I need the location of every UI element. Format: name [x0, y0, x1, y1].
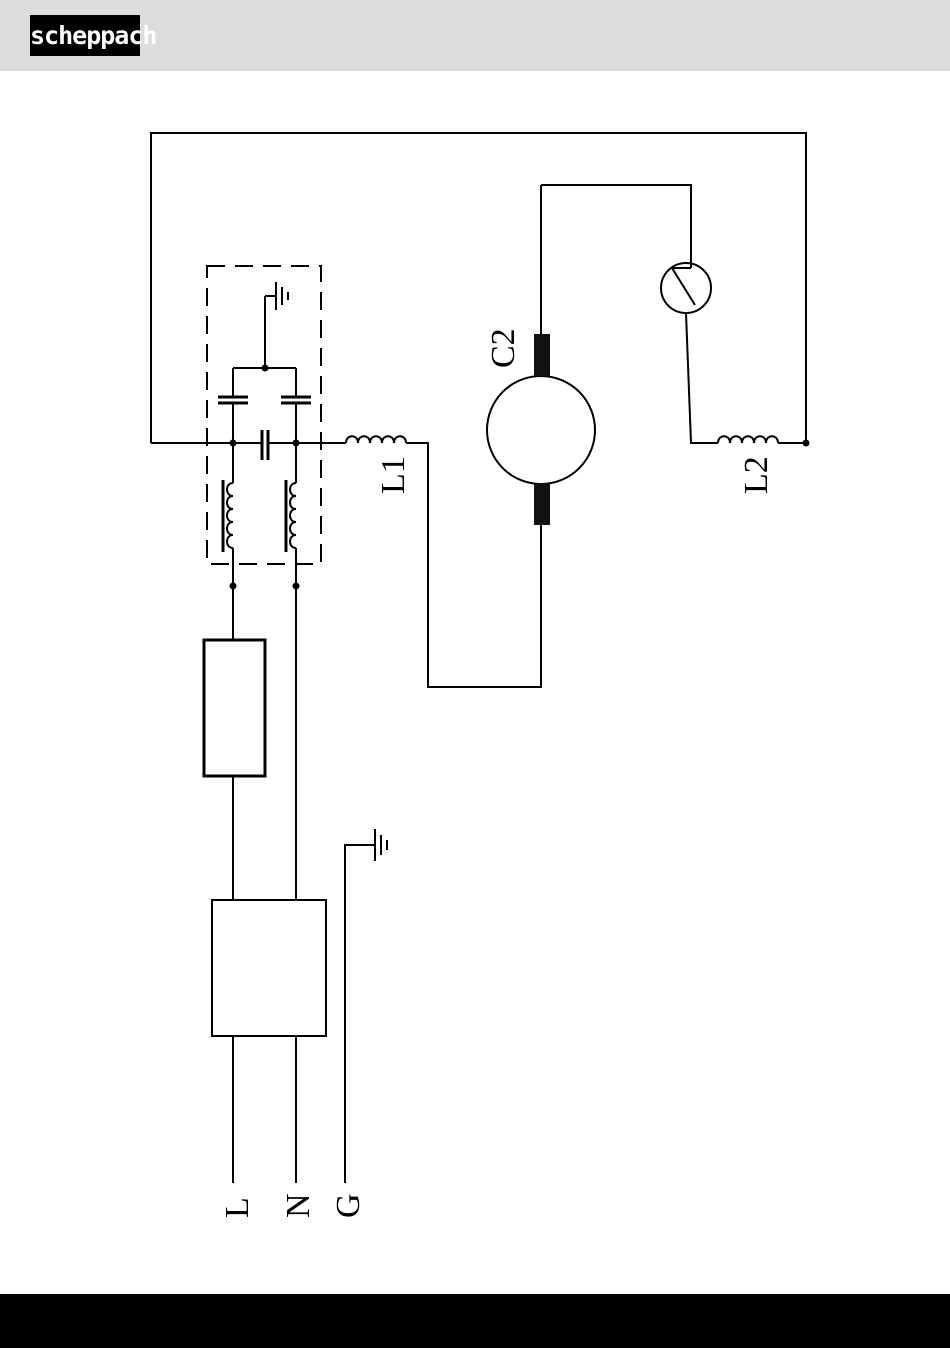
- inductor-l2: [718, 436, 806, 443]
- junction-dot: [293, 583, 300, 590]
- filter-choke-left: [223, 443, 233, 564]
- indicator-lamp: [661, 263, 711, 313]
- label-ground: G: [330, 1193, 367, 1218]
- page-footer: [0, 1294, 950, 1348]
- x-capacitor: [151, 430, 346, 460]
- label-l2: L2: [738, 456, 775, 494]
- ground-symbol-main: [375, 829, 387, 861]
- filter-choke-right: [286, 443, 296, 564]
- junction-dot: [230, 583, 237, 590]
- label-l1: L1: [375, 456, 412, 494]
- ground-wire: [345, 845, 375, 1183]
- junction-dot: [262, 365, 269, 372]
- label-line: L: [219, 1197, 256, 1218]
- lamp-return-wire: [686, 313, 718, 443]
- outer-loop-wire: [151, 133, 806, 443]
- switch-box: [212, 900, 326, 1036]
- label-c2: C2: [485, 328, 522, 368]
- label-neutral: N: [280, 1193, 317, 1218]
- junction-dot: [803, 440, 810, 447]
- ground-symbol-filter: [276, 282, 288, 310]
- fuse-box: [204, 640, 265, 776]
- lamp-wire: [541, 185, 691, 264]
